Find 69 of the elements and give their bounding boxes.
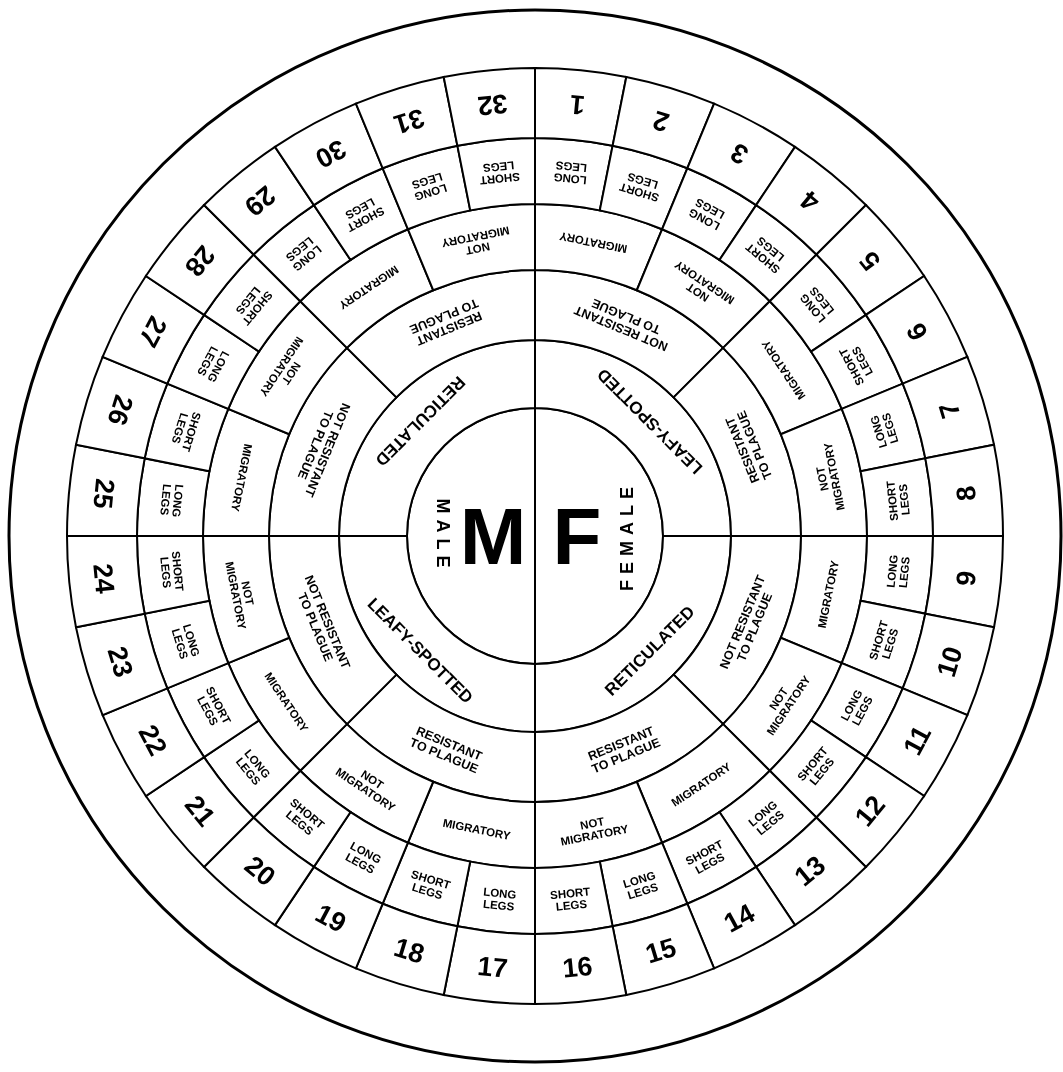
sector-label: 19 (310, 897, 351, 939)
sector-label: 29 (238, 179, 282, 223)
sector-label: 23 (101, 643, 139, 681)
ring-sector (534, 925, 628, 1005)
sector-label: 25 (87, 477, 121, 510)
sector-label: SHORT LEGS (549, 885, 591, 913)
sector-label: LONG LEGS (482, 885, 517, 913)
ring-sector (442, 67, 536, 147)
sector-label: 32 (476, 88, 509, 122)
sector-label: LONG LEGS (621, 868, 660, 902)
ring-sector (66, 443, 146, 537)
ring-sector (901, 355, 995, 460)
sector-label: 2 (649, 104, 673, 138)
sector-label: LONG LEGS (158, 483, 186, 518)
sector-label: 6 (900, 317, 935, 346)
ring-sector (75, 355, 169, 460)
sector-label: 15 (642, 932, 680, 970)
sector-label: 21 (178, 789, 222, 833)
sector-label: 27 (132, 311, 174, 352)
sector-label: LONG LEGS (410, 170, 449, 204)
sector-label: 5 (853, 245, 887, 277)
ring-sector (75, 612, 169, 717)
sector-label: 3 (725, 136, 754, 171)
sector-label: LONG LEGS (553, 159, 588, 187)
sector-label: 17 (476, 950, 509, 984)
sector-label: LONG LEGS (867, 411, 901, 450)
sex-label: MALE (433, 498, 453, 574)
ring-sector (456, 137, 536, 212)
sector-label: LONG LEGS (169, 622, 203, 661)
sector-label: 26 (101, 391, 139, 429)
sector-label: 20 (238, 849, 282, 893)
sector-label: LONG LEGS (884, 554, 912, 589)
sector-label: 9 (950, 569, 983, 588)
sector-label: 22 (132, 720, 174, 761)
ring-sector (924, 535, 1004, 629)
sector-label: 12 (848, 789, 892, 833)
sector-label: 13 (788, 849, 832, 893)
ring-sector (611, 76, 716, 170)
sector-label: 8 (950, 484, 983, 503)
sector-label: 31 (390, 102, 428, 140)
ring-sector (534, 67, 628, 147)
sector-label: SHORT LEGS (618, 170, 661, 205)
sector-label: 7 (933, 398, 967, 422)
sector-label: SHORT LEGS (169, 410, 204, 453)
sector-label: 18 (390, 932, 428, 970)
ring-sector (66, 535, 146, 629)
sector-label: 16 (561, 950, 594, 984)
sector-label: SHORT LEGS (866, 619, 901, 662)
ring-sector (924, 443, 1004, 537)
sector-label: 24 (87, 562, 121, 595)
ring-sector (901, 612, 995, 717)
sector-label: 10 (931, 643, 969, 681)
sector-label: 30 (310, 133, 351, 175)
sector-label: 28 (178, 239, 222, 283)
sector-label: 11 (897, 720, 938, 760)
ring-sector (354, 902, 459, 996)
sector-label: SHORT LEGS (409, 867, 452, 902)
sex-letter: F (552, 492, 602, 581)
ring-sector (354, 76, 459, 170)
sector-label: 14 (719, 897, 760, 939)
sector-label: 4 (794, 184, 826, 218)
sector-label: SHORT LEGS (479, 159, 521, 187)
sector-label: SHORT LEGS (158, 550, 186, 592)
sex-letter: M (459, 492, 527, 581)
sex-label: FEMALE (617, 481, 637, 591)
ring-sector (442, 925, 536, 1005)
sector-label: 1 (568, 88, 587, 121)
sector-label: SHORT LEGS (884, 480, 912, 522)
ring-sector (611, 902, 716, 996)
